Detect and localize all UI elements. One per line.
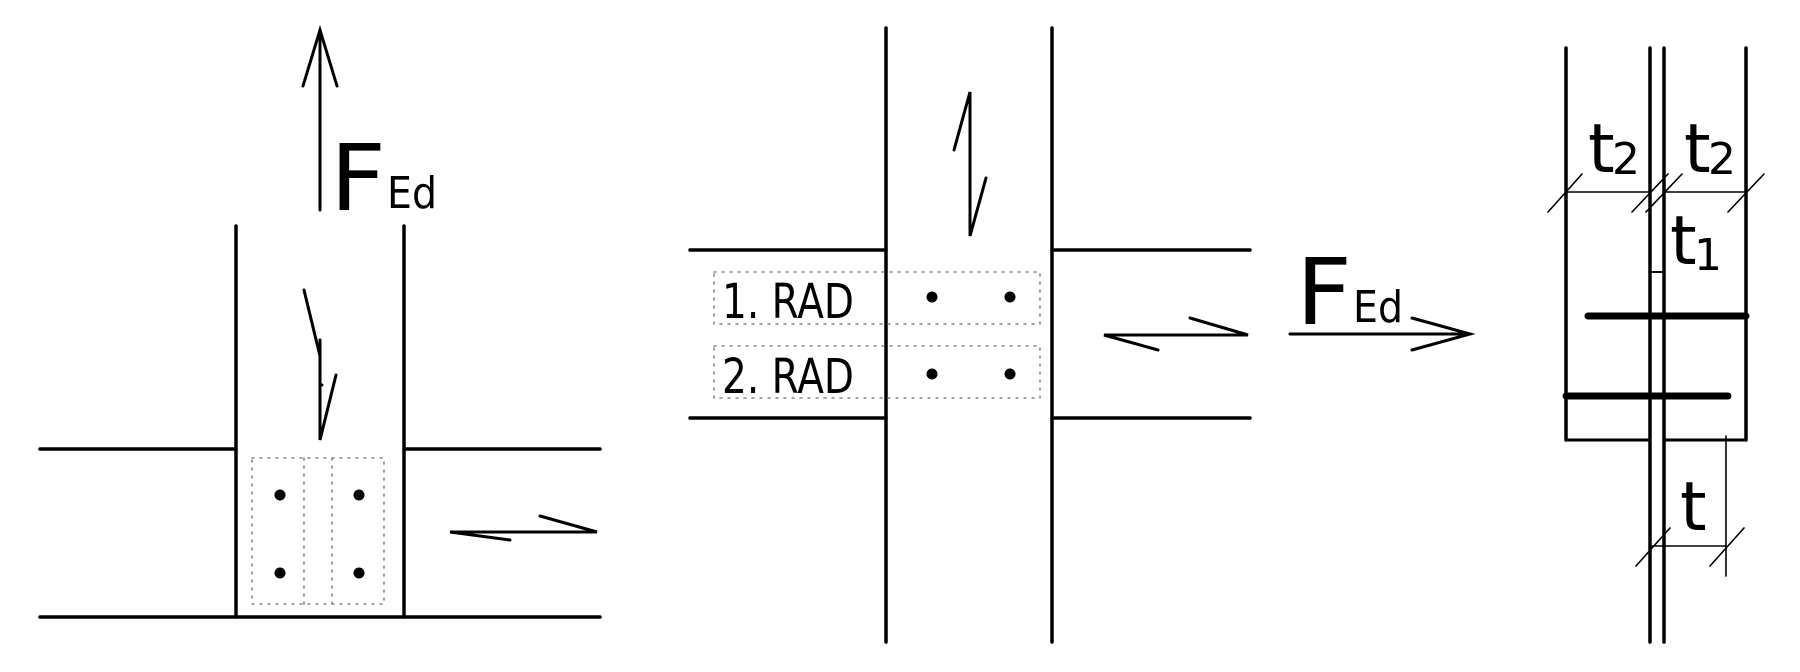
bolt — [274, 489, 286, 501]
middle-bolt-rows — [713, 271, 1041, 399]
bolt — [926, 368, 938, 380]
bolt — [353, 489, 365, 501]
bolt — [274, 567, 286, 579]
dim-t2-right-label: t — [1684, 110, 1711, 189]
dim-t1-subscript: 1 — [1694, 230, 1722, 281]
left-bolt-zone — [251, 457, 385, 605]
bolt — [353, 567, 365, 579]
right-dim-tick — [1635, 527, 1671, 567]
bolt — [1004, 368, 1016, 380]
bolt — [1004, 291, 1016, 303]
left-figure — [38, 24, 602, 619]
middle-vertical-shear-mark — [952, 91, 988, 237]
left-bolts — [274, 489, 365, 579]
left-force-arrow-head — [301, 24, 339, 88]
middle-row-2-outline — [713, 345, 1041, 399]
middle-force-arrow-head — [1410, 316, 1476, 352]
bolt — [926, 291, 938, 303]
middle-force-subscript: Ed — [1353, 282, 1403, 333]
left-horizontal-shear-mark — [449, 514, 598, 542]
dim-t-label: t — [1680, 468, 1707, 547]
left-vertical-shear-mark — [302, 288, 322, 387]
left-force-subscript: Ed — [387, 168, 437, 219]
middle-figure — [688, 26, 1252, 644]
right-dim-tick — [1709, 527, 1745, 567]
left-bolt-zone-outline — [251, 457, 385, 605]
dim-t2-left-label: t — [1588, 110, 1615, 189]
middle-horizontal-shear-mark — [1103, 316, 1249, 352]
middle-bolts — [926, 291, 1016, 380]
row-label-1: 1. RAD — [722, 274, 854, 330]
middle-row-1-outline — [713, 271, 1041, 325]
row-label-2: 2. RAD — [722, 349, 854, 405]
left-vertical-shear-low — [318, 358, 338, 441]
right-dim-tick — [1727, 173, 1765, 213]
middle-force-arrow — [1288, 316, 1476, 352]
left-force-label: F — [330, 125, 386, 232]
dim-t2-left-subscript: 2 — [1612, 134, 1640, 185]
dim-t1-label: t — [1670, 202, 1697, 281]
right-dim-tick — [1645, 173, 1683, 213]
middle-force-label: F — [1296, 239, 1352, 346]
right-figure — [1547, 46, 1765, 644]
right-dim-tick — [1547, 173, 1583, 213]
right-dim-tick — [1631, 173, 1669, 213]
dim-t2-right-subscript: 2 — [1708, 134, 1736, 185]
